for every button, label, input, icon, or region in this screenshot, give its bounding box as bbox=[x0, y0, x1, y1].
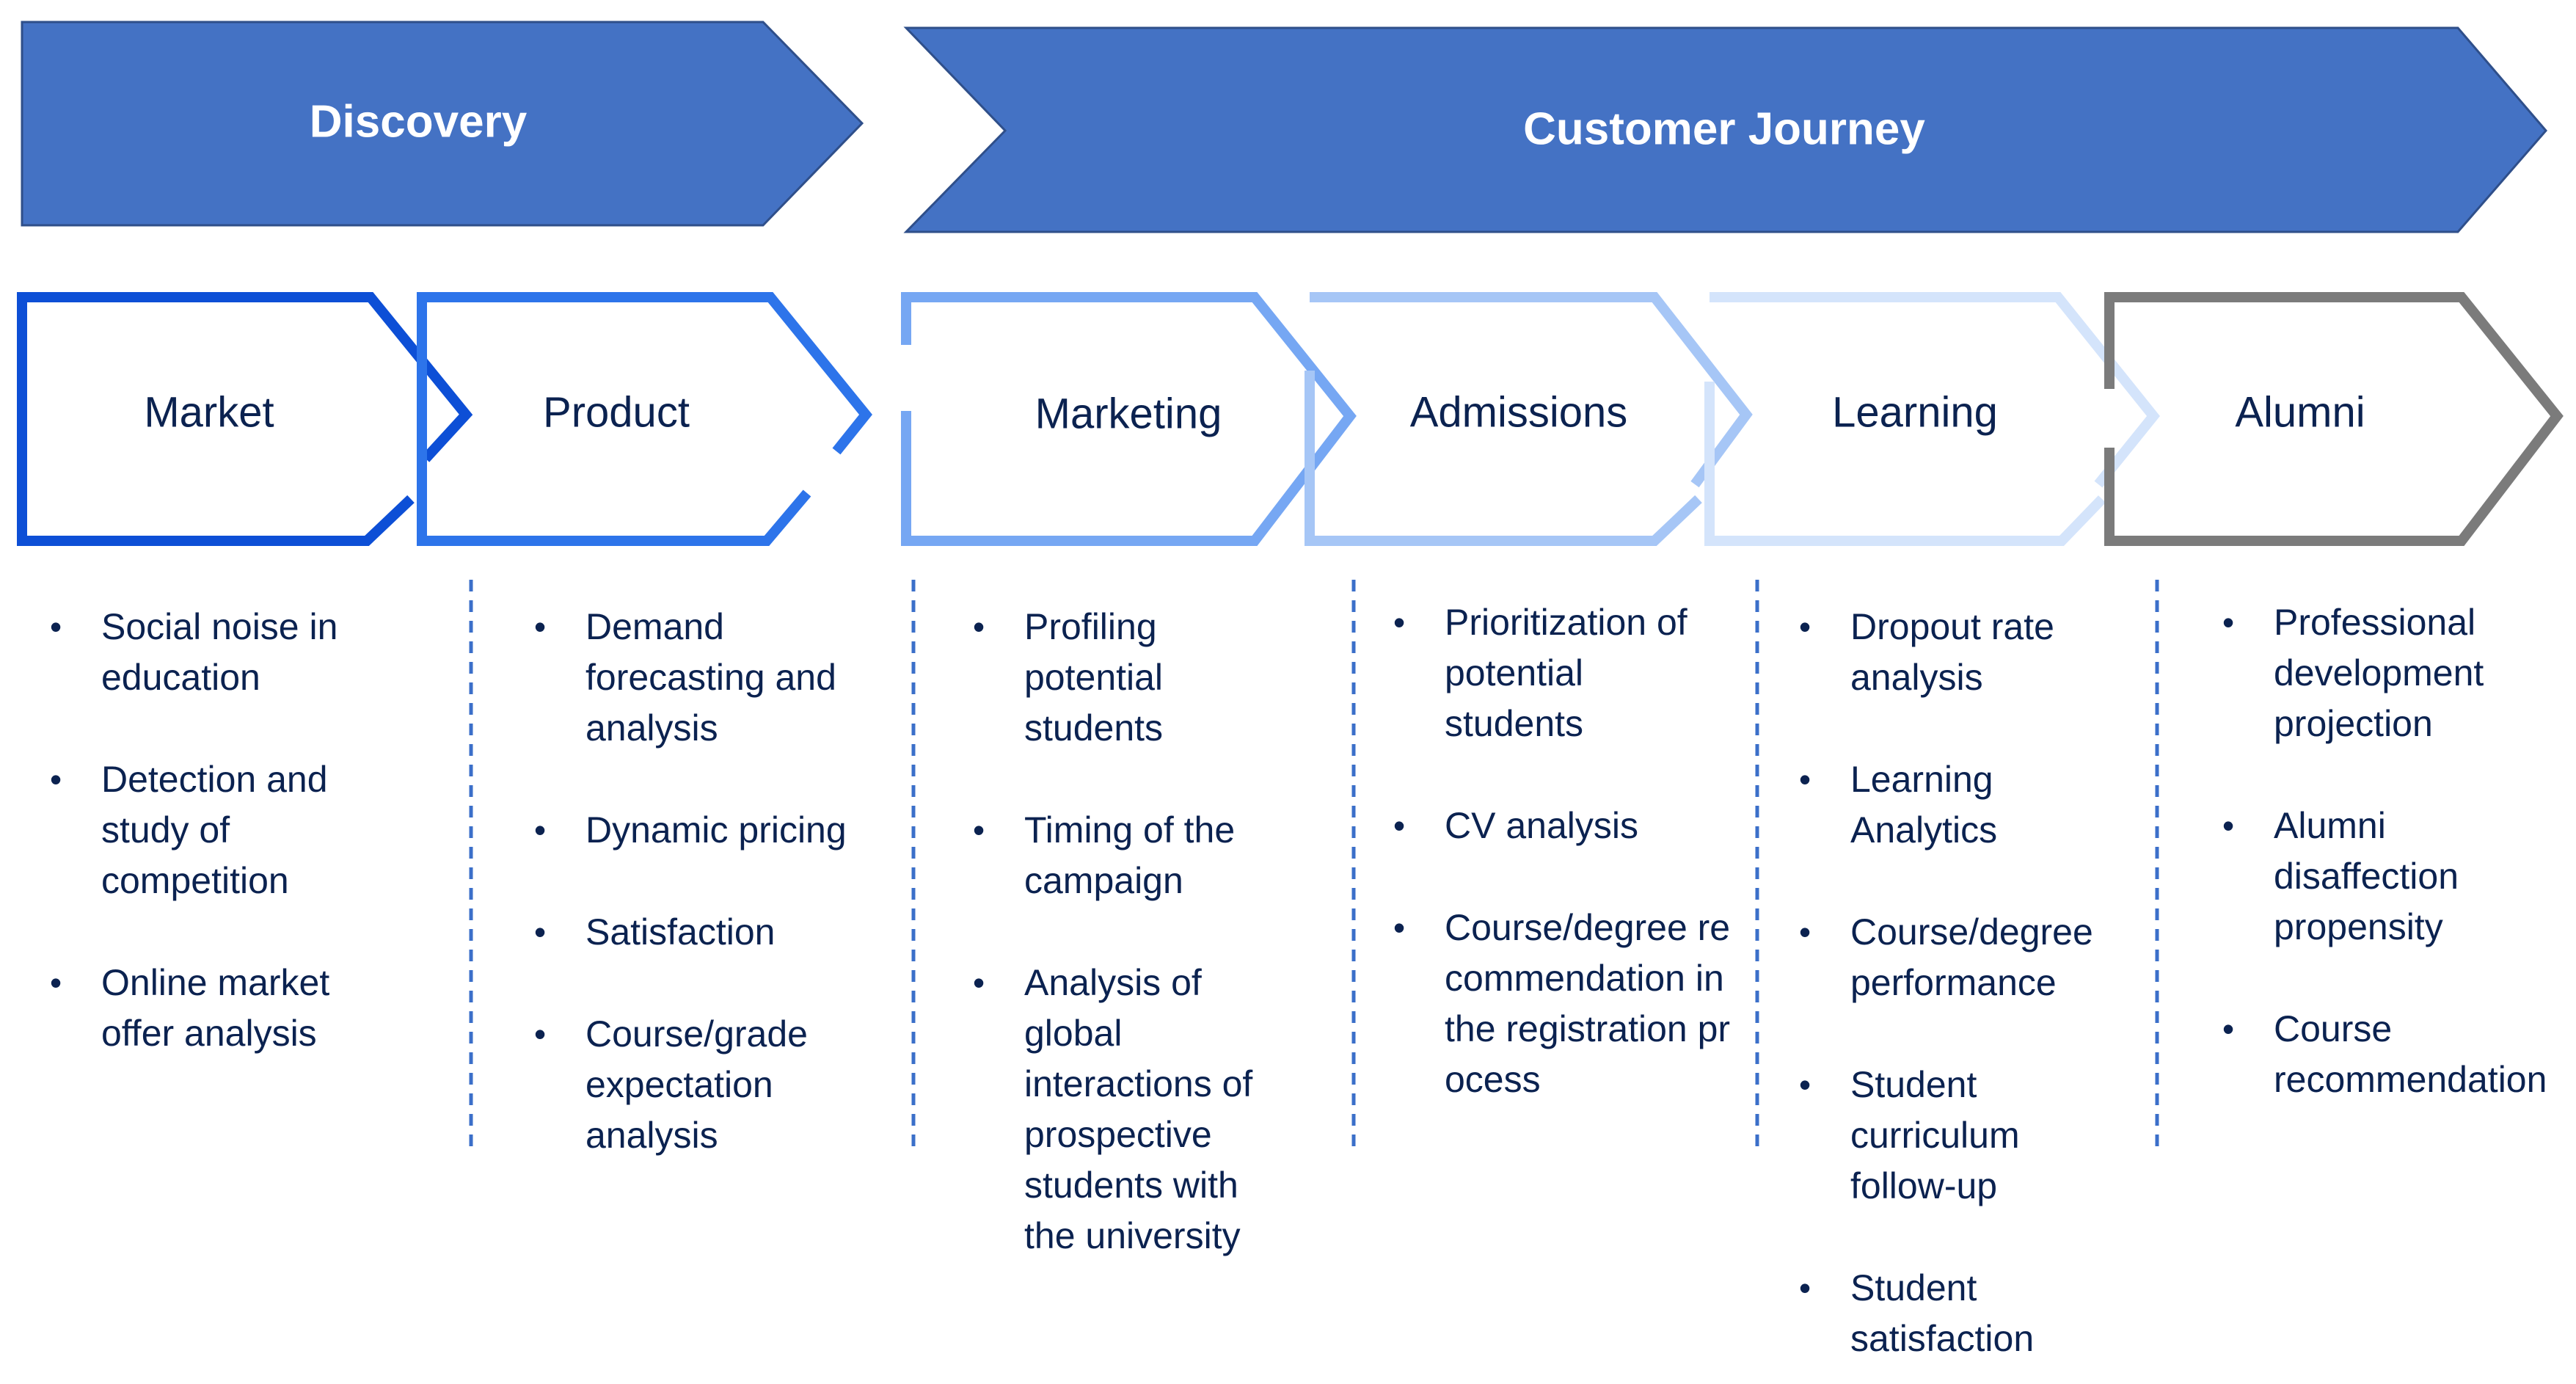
list-item: Professional development projection bbox=[2222, 597, 2567, 749]
list-item: Demand forecasting and analysis bbox=[534, 602, 879, 754]
list-item: Timing of the campaign bbox=[973, 805, 1274, 906]
stage-admissions: Admissions bbox=[1305, 292, 1753, 546]
stage-alumni: Alumni bbox=[2104, 292, 2564, 546]
discovery-banner: Discovery bbox=[21, 21, 864, 227]
stage-marketing-chevron bbox=[901, 292, 1357, 546]
list-item: Course/grade expectation analysis bbox=[534, 1009, 879, 1161]
customer-journey-banner-arrow bbox=[903, 26, 2547, 233]
alumni-items-list: Professional development projection Alum… bbox=[2222, 597, 2567, 1157]
list-item: Student satisfaction bbox=[1799, 1263, 2122, 1364]
stage-product-chevron bbox=[417, 292, 872, 546]
customer-journey-banner-label: Customer Journey bbox=[1523, 103, 1925, 154]
list-item: Student curriculum follow-up bbox=[1799, 1060, 2122, 1212]
product-items-list: Demand forecasting and analysis Dynamic … bbox=[534, 602, 879, 1212]
list-item: Prioritization of potential students bbox=[1393, 597, 1731, 749]
list-item: Satisfaction bbox=[534, 907, 879, 958]
marketing-items-list: Profiling potential students Timing of t… bbox=[973, 602, 1274, 1313]
customer-journey-banner: Customer Journey bbox=[903, 26, 2547, 233]
list-item: Alumni disaffection propensity bbox=[2222, 801, 2567, 953]
list-item: Profiling potential students bbox=[973, 602, 1274, 754]
stage-admissions-chevron bbox=[1305, 292, 1753, 546]
list-item: Course recommendation bbox=[2222, 1004, 2567, 1105]
list-item: Course/degree performance bbox=[1799, 907, 2122, 1008]
stage-learning-label: Learning bbox=[1832, 388, 1998, 436]
stage-market-label: Market bbox=[144, 388, 274, 436]
stage-product-label: Product bbox=[543, 388, 690, 436]
stage-product: Product bbox=[417, 292, 872, 546]
stage-learning: Learning bbox=[1704, 292, 2160, 546]
list-item: CV analysis bbox=[1393, 801, 1731, 851]
list-item: Social noise in education bbox=[50, 602, 365, 703]
list-item: Dynamic pricing bbox=[534, 805, 879, 856]
list-item: Learning Analytics bbox=[1799, 754, 2122, 856]
list-item: Dropout rate analysis bbox=[1799, 602, 2122, 703]
stage-market-chevron bbox=[17, 292, 473, 546]
list-item: Online market offer analysis bbox=[50, 958, 365, 1059]
market-items-list: Social noise in education Detection and … bbox=[50, 602, 365, 1110]
discovery-banner-arrow bbox=[21, 21, 864, 227]
list-item: Analysis of global interactions of prosp… bbox=[973, 958, 1274, 1261]
list-item: Course/degree recommendation in the regi… bbox=[1393, 903, 1731, 1105]
admissions-items-list: Prioritization of potential students CV … bbox=[1393, 597, 1731, 1157]
stage-alumni-label: Alumni bbox=[2235, 388, 2365, 436]
stage-admissions-label: Admissions bbox=[1410, 388, 1628, 436]
stage-marketing-label: Marketing bbox=[1035, 390, 1222, 437]
list-item: Detection and study of competition bbox=[50, 754, 365, 906]
stage-marketing: Marketing bbox=[901, 292, 1357, 546]
discovery-banner-label: Discovery bbox=[310, 96, 528, 147]
stage-alumni-chevron bbox=[2104, 292, 2564, 546]
stage-market: Market bbox=[17, 292, 473, 546]
learning-items-list: Dropout rate analysis Learning Analytics… bbox=[1799, 602, 2122, 1384]
